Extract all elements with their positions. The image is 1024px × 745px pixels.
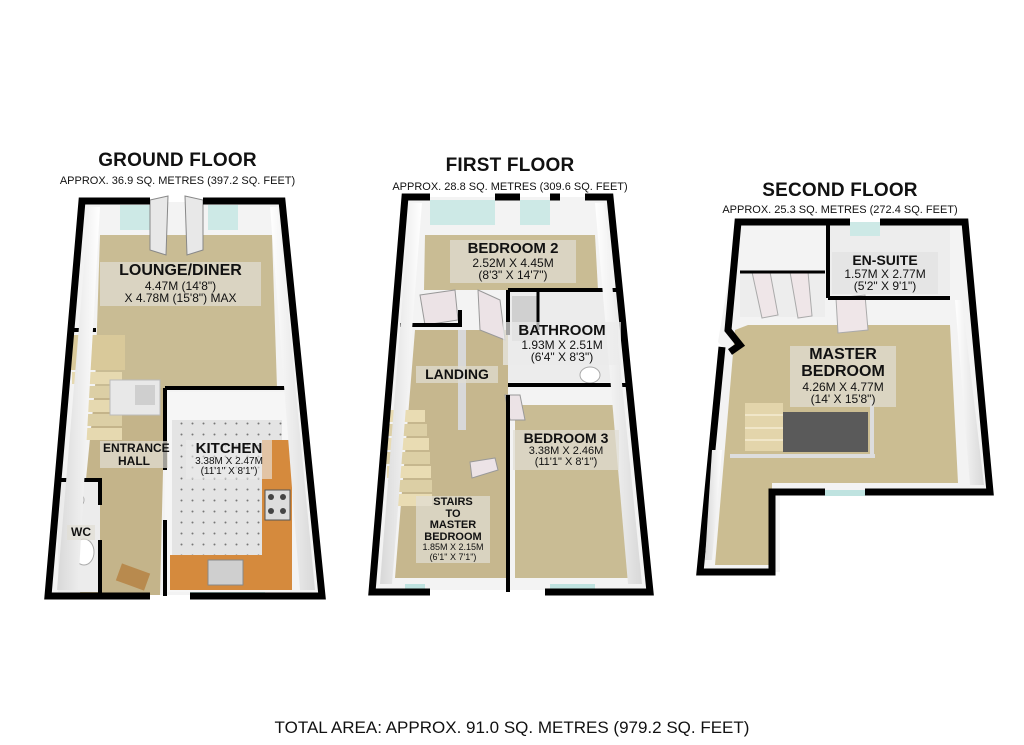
room-label-kitchen: KITCHEN 3.38M X 2.47M (11'1" X 8'1") xyxy=(186,440,272,479)
room-name: BEDROOM xyxy=(424,530,482,543)
room-name: BEDROOM xyxy=(801,362,885,380)
first-floor-title: FIRST FLOOR xyxy=(445,155,575,176)
room-dimension: 3.38M X 2.47M xyxy=(195,455,263,467)
ground-floor-area: APPROX. 36.9 SQ. METRES (397.2 SQ. FEET) xyxy=(59,175,296,187)
room-dimension: 3.38M X 2.46M xyxy=(528,444,604,457)
room-dimension: 4.26M X 4.77M xyxy=(802,379,884,394)
room-name: MASTER xyxy=(429,519,477,532)
total-area: TOTAL AREA: APPROX. 91.0 SQ. METRES (979… xyxy=(274,718,750,737)
room-label-bathroom: BATHROOM 1.93M X 2.51M (6'4" X 8'3") xyxy=(503,322,621,365)
first-floor-plan xyxy=(368,193,654,596)
room-label-wc: WC xyxy=(67,525,95,540)
room-name: LANDING xyxy=(425,366,489,382)
room-name: TO xyxy=(445,507,461,520)
room-name: BEDROOM 3 xyxy=(523,430,609,446)
room-dimension: 1.57M X 2.77M xyxy=(844,266,926,281)
room-dimension: 1.85M X 2.15M xyxy=(422,542,484,553)
first-floor-area: APPROX. 28.8 SQ. METRES (309.6 SQ. FEET) xyxy=(392,181,628,193)
room-label-bedroom-3: BEDROOM 3 3.38M X 2.46M (11'1" X 8'1") xyxy=(513,430,619,470)
room-name: MASTER xyxy=(809,346,877,363)
room-dimension: 2.52M X 4.45M xyxy=(472,255,554,270)
room-name: ENTRANCE xyxy=(103,441,170,455)
second-floor-title: SECOND FLOOR xyxy=(762,180,918,201)
room-name: HALL xyxy=(118,453,150,468)
ground-floor-title: GROUND FLOOR xyxy=(98,150,257,171)
room-dimension: (6'1" X 7'1") xyxy=(429,551,477,562)
room-dimension: (5'2" X 9'1") xyxy=(853,279,917,294)
room-label-stairs-to-master-bedroom: STAIRS TO MASTER BEDROOM 1.85M X 2.15M (… xyxy=(416,496,490,564)
room-dimension: (11'1" X 8'1") xyxy=(534,456,598,469)
second-floor-area: APPROX. 25.3 SQ. METRES (272.4 SQ. FEET) xyxy=(722,204,958,216)
room-label-lounge-diner: LOUNGE/DINER 4.47M (14'8") X 4.78M (15'8… xyxy=(100,262,261,306)
room-name: WC xyxy=(71,525,91,539)
room-name: BATHROOM xyxy=(518,322,606,339)
room-label-bedroom-2: BEDROOM 2 2.52M X 4.45M (8'3" X 14'7") xyxy=(450,240,576,283)
room-dimension: 1.93M X 2.51M xyxy=(521,337,603,352)
room-name: LOUNGE/DINER xyxy=(119,262,242,279)
room-dimension: (8'3" X 14'7") xyxy=(478,268,548,283)
room-dimension: (6'4" X 8'3") xyxy=(530,350,594,365)
room-name: KITCHEN xyxy=(195,440,263,457)
room-dimension: 4.47M (14'8") xyxy=(144,278,217,293)
room-label-landing: LANDING xyxy=(416,366,498,383)
room-dimension: (11'1" X 8'1") xyxy=(200,466,258,478)
room-dimension: (14' X 15'8") xyxy=(810,392,876,407)
room-name: STAIRS xyxy=(433,496,473,508)
room-name: EN-SUITE xyxy=(852,252,918,268)
room-label-en-suite: EN-SUITE 1.57M X 2.77M (5'2" X 9'1") xyxy=(832,252,938,294)
room-label-entrance-hall: ENTRANCE HALL xyxy=(100,441,170,469)
room-dimension: X 4.78M (15'8") MAX xyxy=(124,291,237,306)
room-label-master-bedroom: MASTER BEDROOM 4.26M X 4.77M (14' X 15'8… xyxy=(790,346,896,407)
room-name: BEDROOM 2 xyxy=(467,240,559,257)
